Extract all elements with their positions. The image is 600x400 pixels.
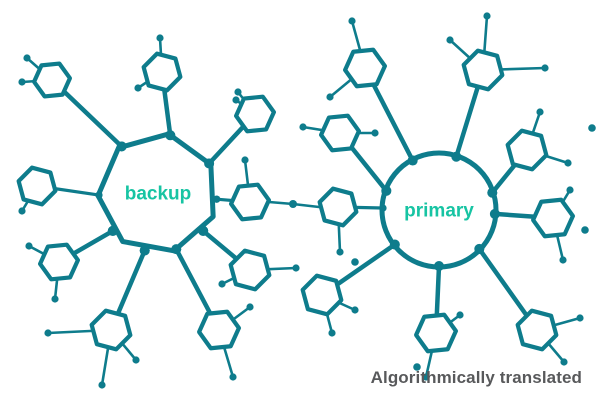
molecule-terminal-dot (328, 329, 336, 337)
free-dot (351, 258, 359, 266)
molecule-hexagon (16, 165, 58, 207)
molecule-terminal-dot (156, 34, 164, 42)
hub-joint-dot (379, 204, 387, 212)
molecule-terminal-dot (18, 78, 26, 86)
hub-joint-dot (434, 261, 444, 271)
bridge-midpoint-dot (289, 200, 297, 208)
hub-joint-dot (171, 244, 182, 255)
molecule-layer (16, 12, 584, 389)
hub-joint-dot (489, 208, 500, 219)
molecule-terminal-dot (234, 88, 242, 96)
hub-label-layer: backup primary (125, 184, 475, 222)
molecule-hexagon (197, 309, 241, 351)
edge-bridge-right (291, 202, 321, 209)
molecule-terminal-dot (371, 129, 379, 137)
molecule-terminal-dot (566, 186, 574, 194)
molecule-terminal-dot (564, 159, 572, 167)
molecule-terminal-dot (559, 256, 567, 264)
molecule-terminal-dot (560, 358, 568, 366)
molecule-hexagon (515, 308, 559, 352)
hub-layer (95, 130, 500, 271)
node-label-backup: backup (125, 184, 192, 205)
hub-joint-dot (389, 239, 400, 250)
hub-joint-dot (198, 225, 209, 236)
hub-joint-dot (165, 130, 176, 141)
molecule-hexagon (141, 51, 183, 93)
molecule-terminal-dot (422, 373, 430, 381)
hub-joint-dot (139, 245, 150, 256)
node-label-primary: primary (404, 201, 474, 222)
dot-layer (351, 124, 596, 371)
molecule-terminal-dot (241, 156, 249, 164)
molecule-terminal-dot (44, 329, 52, 337)
molecule-terminal-dot (446, 36, 454, 44)
hub-backup-heptagon (95, 131, 216, 254)
molecule-terminal-dot (292, 264, 300, 272)
molecule-hexagon (461, 48, 505, 92)
molecule-terminal-dot (229, 373, 237, 381)
molecule-terminal-dot (25, 242, 33, 250)
hub-joint-dot (487, 187, 498, 198)
molecule-hexagon (233, 94, 277, 134)
molecule-hexagon (300, 273, 344, 317)
molecule-hexagon (505, 128, 549, 172)
hub-joint-dot (381, 185, 392, 196)
molecule-terminal-dot (299, 123, 307, 131)
molecule-terminal-dot (326, 93, 334, 101)
molecule-terminal-dot (218, 280, 226, 288)
molecule-terminal-dot (536, 108, 544, 116)
molecule-terminal-dot (232, 96, 240, 104)
caption: Algorithmically translated (370, 368, 582, 387)
molecule-hexagon (89, 308, 133, 352)
hub-joint-dot (451, 151, 462, 162)
molecule-hexagon (228, 182, 272, 222)
molecule-hexagon (318, 113, 362, 153)
molecule-terminal-dot (98, 381, 106, 389)
hub-joint-dot (116, 141, 127, 152)
molecule-terminal-dot (18, 207, 26, 215)
hub-joint-dot (204, 158, 215, 169)
molecule-hexagon (343, 47, 387, 89)
molecule-hexagon (37, 242, 81, 282)
molecule-hexagon (317, 186, 359, 228)
hub-joint-dot (407, 155, 418, 166)
free-dot (413, 363, 421, 371)
free-dot (588, 124, 596, 132)
molecule-terminal-dot (483, 12, 491, 20)
molecule-terminal-dot (576, 314, 584, 322)
molecule-terminal-dot (51, 295, 59, 303)
molecule-terminal-dot (132, 356, 140, 364)
molecule-terminal-dot (336, 248, 344, 256)
molecule-terminal-dot (246, 303, 254, 311)
molecule-hexagon (414, 312, 458, 354)
hub-joint-dot (213, 195, 221, 203)
molecule-terminal-dot (134, 84, 142, 92)
free-dot (581, 226, 589, 234)
edge-bridge-left (267, 200, 295, 206)
molecule-hexagon (31, 61, 73, 99)
hub-joint-dot (474, 243, 485, 254)
molecule-terminal-dot (541, 64, 549, 72)
molecule-terminal-dot (351, 306, 359, 314)
molecule-hexagon (228, 248, 272, 292)
molecule-terminal-dot (456, 311, 464, 319)
molecule-hexagon (530, 197, 576, 239)
hub-joint-dot (107, 225, 118, 236)
molecule-terminal-dot (348, 17, 356, 25)
molecule-terminal-dot (23, 54, 31, 62)
hub-joint-dot (95, 191, 103, 199)
